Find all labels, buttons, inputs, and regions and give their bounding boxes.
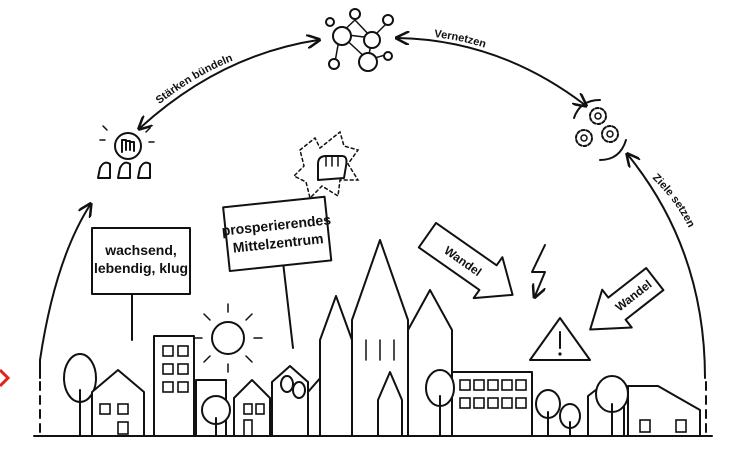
label-staerken: Stärken bündeln <box>154 52 235 107</box>
network-people-icon <box>325 8 394 72</box>
city-skyline <box>63 239 701 437</box>
sign-left-line2: lebendig, klug <box>94 260 188 276</box>
label-vernetzen: Vernetzen <box>434 28 488 51</box>
sign-left-line1: wachsend, <box>104 242 177 258</box>
sun-icon <box>193 303 263 373</box>
dome-arcs <box>39 38 707 433</box>
red-arrow-marker <box>0 368 11 388</box>
label-ziele: Ziele setzen <box>650 172 697 230</box>
theater-masks-icon <box>280 375 306 399</box>
lightning-icon <box>531 244 546 296</box>
gears-cycle-icon <box>573 99 627 161</box>
sign-center: prosperierendes Mittelzentrum <box>221 195 333 349</box>
wandel-arrow-2: Wandel <box>589 267 665 331</box>
raised-fist-group-icon <box>97 125 155 179</box>
warning-triangle-icon <box>529 317 591 361</box>
sign-left: wachsend, lebendig, klug <box>91 227 191 341</box>
raised-fist-burst-icon <box>292 130 360 200</box>
